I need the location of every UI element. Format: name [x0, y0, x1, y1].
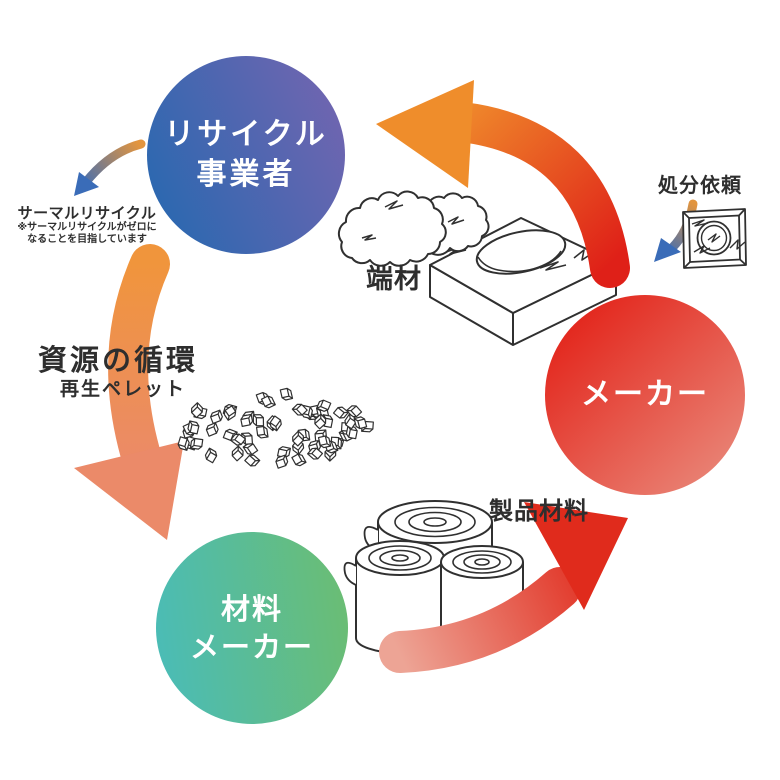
thermal-recycle-note: ※サーマルリサイクルがゼロに なることを目指しています: [6, 222, 168, 245]
disposal-request-label: 処分依頼: [658, 173, 742, 197]
recycled-pellets-label: 再生ペレット: [60, 378, 187, 400]
product-materials-label: 製品材料: [489, 497, 589, 525]
node-recycler: [147, 56, 345, 254]
pellets-illustration: [176, 387, 374, 469]
scrap-clouds-illustration: [337, 190, 490, 267]
arrow-recycler-to-material-maker: [74, 244, 184, 540]
node-material-maker: [156, 532, 348, 724]
arrow-material-maker-to-maker: [379, 502, 628, 673]
material-rolls-illustration: [343, 500, 524, 654]
arrow-maker-to-recycler: [376, 80, 630, 288]
thermal-recycle-note-line1: ※サーマルリサイクルがゼロに: [17, 222, 157, 233]
resource-cycle-label: 資源の循環: [38, 343, 199, 377]
scrap-label: 端材: [366, 264, 422, 295]
disposal-part-icon: [682, 208, 747, 269]
thermal-recycle-label: サーマルリサイクル: [17, 204, 157, 222]
thermal-recycle-arrow: [74, 139, 146, 196]
node-maker: [545, 295, 745, 495]
thermal-recycle-note-line2: なることを目指しています: [27, 233, 147, 245]
